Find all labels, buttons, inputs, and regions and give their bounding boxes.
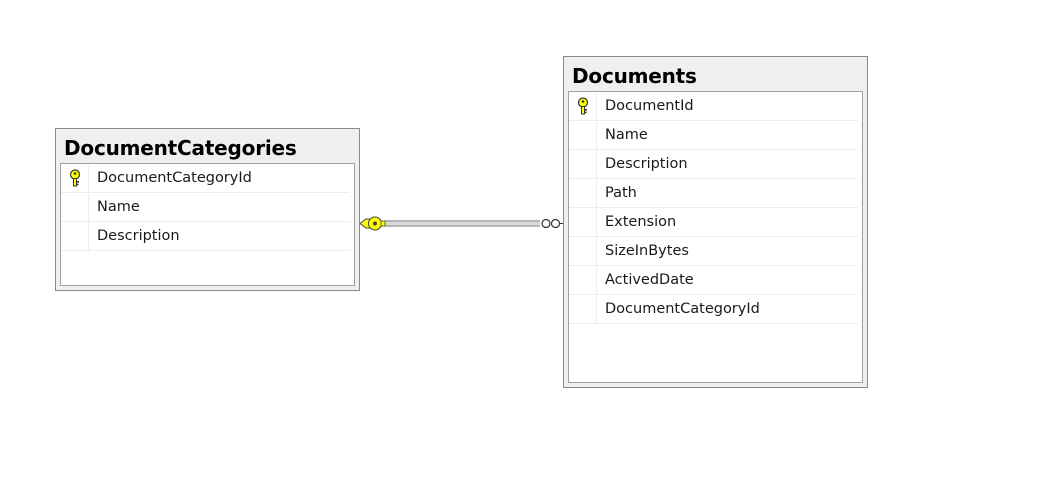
column-name: DocumentId: [605, 98, 694, 114]
table-title: DocumentCategories: [64, 136, 297, 160]
column-row[interactable]: Description: [61, 222, 350, 251]
column-name: Description: [97, 228, 180, 244]
column-name: SizeInBytes: [605, 243, 689, 259]
table-title: Documents: [572, 64, 697, 88]
column-name: DocumentCategoryId: [97, 170, 252, 186]
row-selector[interactable]: [569, 295, 597, 323]
row-selector[interactable]: [569, 121, 597, 149]
column-row[interactable]: DocumentCategoryId: [61, 164, 350, 193]
column-row[interactable]: Name: [569, 121, 858, 150]
column-row[interactable]: Path: [569, 179, 858, 208]
row-selector[interactable]: [569, 266, 597, 294]
primary-key-icon: [576, 97, 590, 115]
row-selector[interactable]: [61, 222, 89, 250]
row-selector[interactable]: [569, 150, 597, 178]
column-name: DocumentCategoryId: [605, 301, 760, 317]
column-name: Name: [605, 127, 648, 143]
column-name: ActivedDate: [605, 272, 694, 288]
row-selector[interactable]: [61, 193, 89, 221]
column-row[interactable]: SizeInBytes: [569, 237, 858, 266]
column-row[interactable]: Description: [569, 150, 858, 179]
column-name: Name: [97, 199, 140, 215]
relationship-key-icon: [359, 216, 386, 231]
row-selector[interactable]: [569, 179, 597, 207]
primary-key-icon: [68, 169, 82, 187]
row-selector[interactable]: [569, 237, 597, 265]
column-row[interactable]: DocumentId: [569, 92, 858, 121]
row-selector[interactable]: [569, 208, 597, 236]
column-row[interactable]: ActivedDate: [569, 266, 858, 295]
column-name: Extension: [605, 214, 677, 230]
column-name: Path: [605, 185, 637, 201]
column-row[interactable]: Name: [61, 193, 350, 222]
row-selector[interactable]: [61, 164, 89, 192]
relationship-infinity-icon: [541, 218, 564, 229]
column-row[interactable]: Extension: [569, 208, 858, 237]
column-row[interactable]: DocumentCategoryId: [569, 295, 858, 324]
row-selector[interactable]: [569, 92, 597, 120]
column-name: Description: [605, 156, 688, 172]
